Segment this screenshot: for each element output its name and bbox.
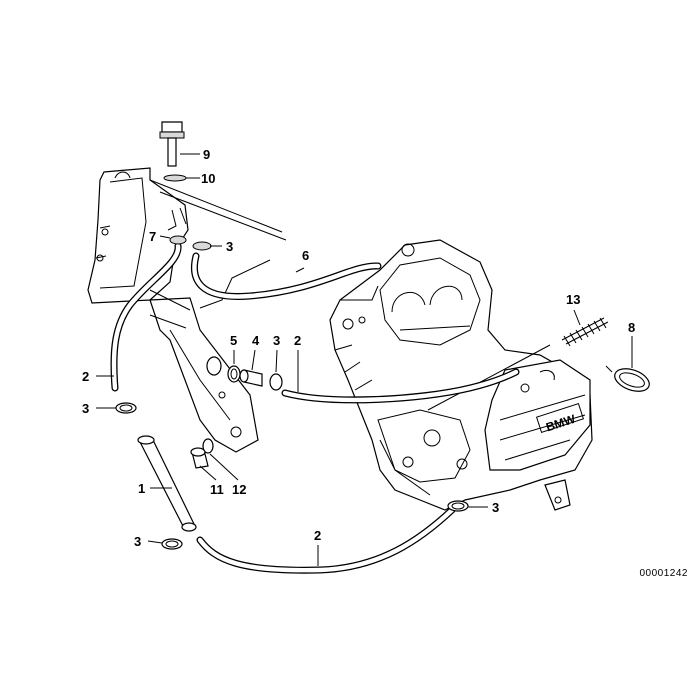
callout-13: 13 <box>566 292 580 307</box>
callout-3: 3 <box>82 401 89 416</box>
callout-10: 10 <box>201 171 215 186</box>
callout-2: 2 <box>294 333 301 348</box>
washer-10 <box>163 174 187 182</box>
clamp-3-top <box>192 241 212 251</box>
callout-2: 2 <box>82 369 89 384</box>
engine-block: BMW <box>329 239 593 511</box>
fitting-7 <box>169 235 187 245</box>
callout-11: 11 <box>210 482 224 497</box>
callout-labels: 9 10 7 3 6 2 3 5 4 3 2 13 8 1 11 12 3 2 … <box>82 147 635 549</box>
leader-lines <box>96 153 633 566</box>
hose-2-lower <box>196 506 456 574</box>
diagram-reference-id: 00001242 <box>639 568 688 579</box>
callout-3: 3 <box>273 333 280 348</box>
callout-9: 9 <box>203 147 210 162</box>
clamp-3-lower-inner <box>165 540 179 548</box>
callout-4: 4 <box>252 333 260 348</box>
pipe-1 <box>137 435 197 532</box>
callout-12: 12 <box>232 482 246 497</box>
clamp-3-lower <box>161 538 183 550</box>
hose-2-left <box>110 242 182 392</box>
spring-13 <box>561 317 609 347</box>
callout-6: 6 <box>302 248 309 263</box>
callout-3: 3 <box>492 500 499 515</box>
plug-11 <box>190 447 209 469</box>
hose-clamp-8 <box>605 365 650 392</box>
callout-1: 1 <box>138 481 145 496</box>
clamp-3-left-inner <box>119 404 133 412</box>
oring-5 <box>227 365 241 383</box>
radiator <box>87 167 287 453</box>
callout-5: 5 <box>230 333 237 348</box>
callout-2: 2 <box>314 528 321 543</box>
hose-6 <box>191 252 382 300</box>
clamp-3-right <box>447 500 469 512</box>
clamp-3-mid <box>269 373 283 391</box>
callout-3: 3 <box>226 239 233 254</box>
oring-12 <box>202 438 214 454</box>
bolt-9 <box>159 121 185 167</box>
clamp-3-right-inner <box>451 502 465 510</box>
callout-3: 3 <box>134 534 141 549</box>
hose-2-middle <box>281 368 520 404</box>
callout-8: 8 <box>628 320 635 335</box>
fitting-4 <box>239 369 263 387</box>
callout-7: 7 <box>149 229 156 244</box>
